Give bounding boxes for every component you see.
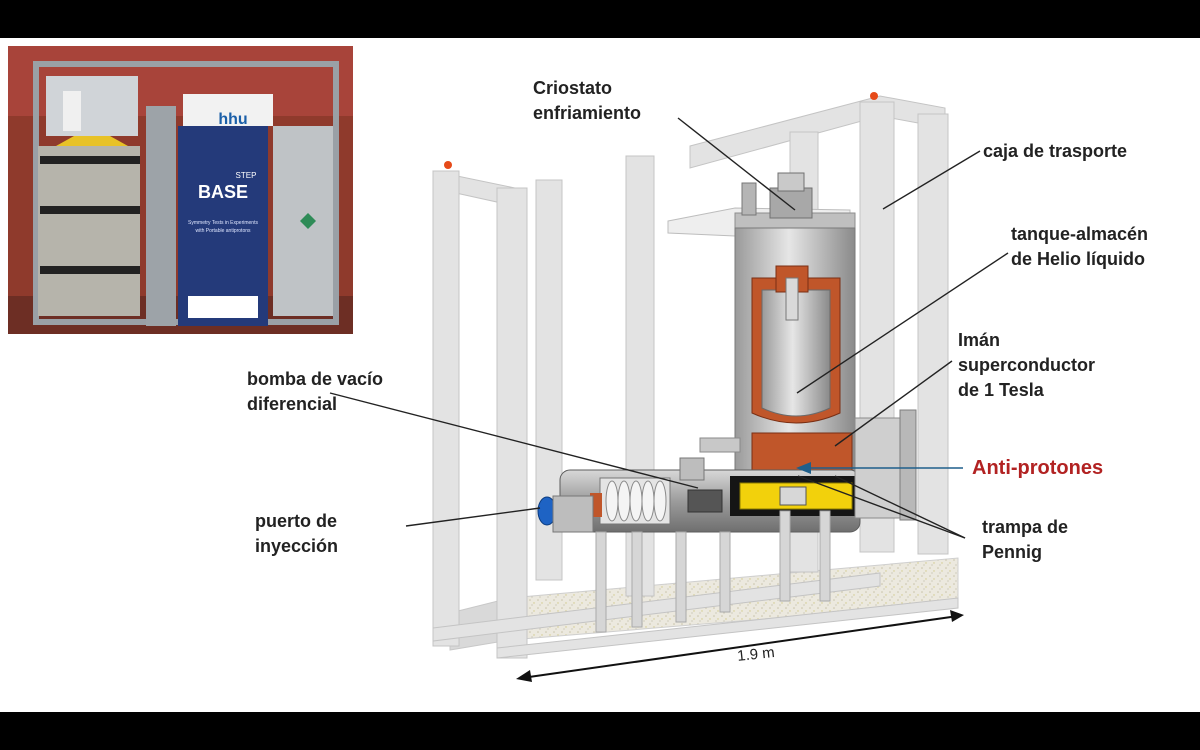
antiproton-pointer xyxy=(796,462,963,474)
banner-step: STEP xyxy=(236,171,257,180)
banner-subtitle-1: Symmetry Tests in Experiments xyxy=(188,220,258,226)
label-penning-trap: trampa de Pennig xyxy=(982,517,1069,562)
label-antiprotons: Anti-protones xyxy=(972,457,1104,479)
dimension-arrow xyxy=(516,610,964,682)
banner-title: BASE xyxy=(198,182,248,202)
slide: BASE STEP Symmetry Tests in Experiments … xyxy=(0,38,1200,712)
label-magnet: Imán superconductor de 1 Tesla xyxy=(958,330,1096,400)
leader-lines xyxy=(329,117,1009,539)
label-vacuum-pump: bomba de vacío diferencial xyxy=(247,369,384,414)
label-cryostat: Criostato enfriamiento xyxy=(533,78,642,123)
photo-inset: BASE STEP Symmetry Tests in Experiments … xyxy=(8,46,353,334)
transport-frame xyxy=(432,92,959,659)
label-injection-port: puerto de inyección xyxy=(255,511,339,556)
label-dimension: 1.9 m xyxy=(736,644,776,665)
label-transport-box: caja de trasporte xyxy=(983,141,1128,161)
hhu-logo: hhu xyxy=(218,111,247,128)
label-helium-tank: tanque-almacén de Helio líquido xyxy=(1011,224,1149,269)
banner-subtitle-2: with Portable antiprotons xyxy=(195,228,251,234)
trap-transport-diagram xyxy=(329,92,1009,682)
